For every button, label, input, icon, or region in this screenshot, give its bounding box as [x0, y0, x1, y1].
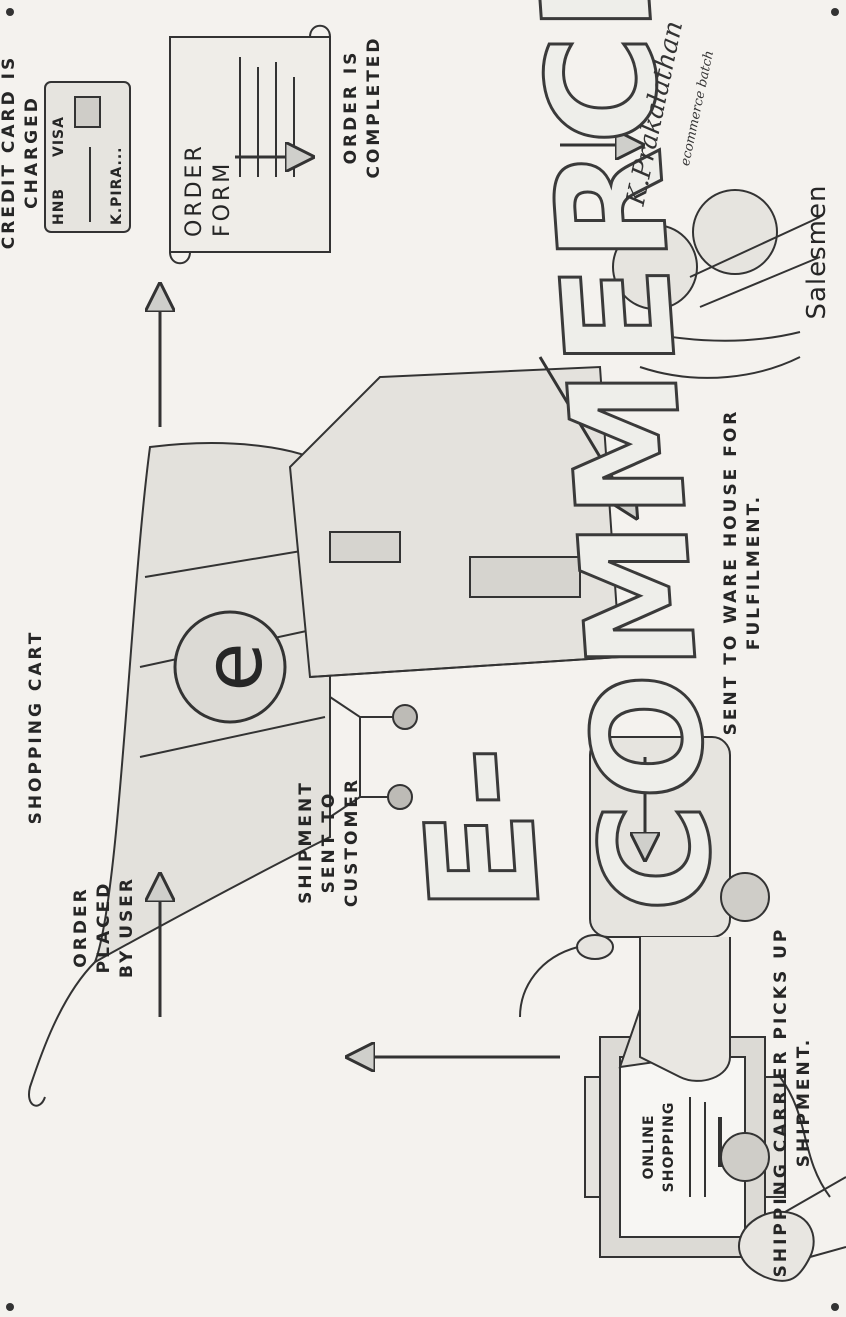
label-salesmen: Salesmen — [802, 184, 832, 320]
order-form-scroll-illustration — [169, 24, 331, 265]
label-shipment-sent: SHIPMENT SENT TO CUSTOMER — [296, 776, 362, 908]
label-shopping-cart: SHOPPING CART — [26, 629, 46, 825]
cart-logo-e: e — [187, 642, 280, 692]
flow-arrows — [160, 145, 645, 1057]
order-form-text-line1: ORDER — [182, 143, 207, 237]
warehouse-illustration — [288, 365, 622, 679]
label-warehouse: SENT TO WARE HOUSE FOR FULFILMENT. — [721, 408, 764, 736]
card-brand-text: VISA — [51, 116, 67, 157]
card-bank-text: HNB — [51, 187, 67, 225]
ecommerce-title: E-COMMERCE — [388, 0, 750, 914]
credit-card-illustration — [44, 81, 131, 233]
card-holder-text: K.PIRA... — [109, 146, 125, 225]
monitor-text-line1: ONLINE — [641, 1114, 657, 1180]
monitor-text-line2: SHOPPING — [661, 1101, 677, 1193]
label-order-completed: ORDER IS COMPLETED — [341, 35, 384, 179]
label-credit-card: CREDIT CARD IS CHARGED — [0, 54, 42, 250]
shipping-truck-illustration — [589, 736, 770, 1182]
shopping-cart-illustration — [28, 442, 423, 1107]
arrow-form-to-warehouse — [538, 356, 630, 507]
order-form-text-line2: FORM — [210, 160, 235, 237]
label-order-placed: ORDER PLACED BY USER — [71, 876, 137, 979]
label-shipping-carrier: SHIPPING CARRIER PICKS UP SHIPMENT. — [771, 926, 814, 1278]
salesmen-illustration — [612, 189, 821, 379]
